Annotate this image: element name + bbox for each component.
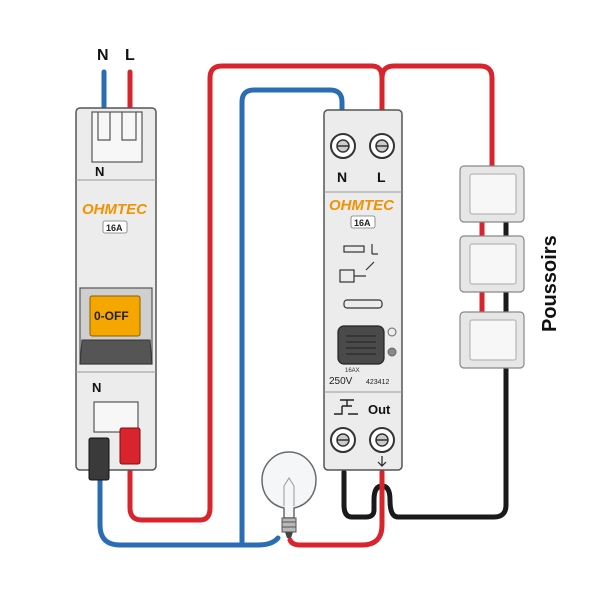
supply-neutral-label: N: [97, 47, 109, 64]
neutral-plug: [88, 437, 110, 481]
breaker-rating-badge: [102, 220, 128, 234]
breaker-switch-base: [79, 339, 153, 365]
screw-terminal-icon: [369, 133, 395, 159]
lamp-on-icon: [387, 327, 397, 357]
breaker-switch-lever: [89, 295, 141, 337]
breaker-bottom-terminal: [93, 401, 139, 433]
screw-terminal-icon: [330, 133, 356, 159]
live-plug: [119, 427, 141, 465]
relay-button-grip: [346, 335, 376, 355]
relay-manual-button[interactable]: [337, 325, 385, 365]
breaker-switch-state: 0-OFF: [94, 309, 129, 323]
live-wire-to-pushbuttons: [379, 63, 495, 173]
breaker-bottom-n-label: N: [92, 380, 101, 395]
out-wire-to-lamp: [287, 469, 385, 548]
circuit-breaker: N OHMTEC 16A 0-OFF N: [75, 107, 157, 481]
pushbuttons: Poussoirs: [459, 165, 561, 369]
neutral-wire-to-lamp: [97, 467, 281, 548]
breaker-top-clamp-live: [121, 112, 137, 141]
breaker-top-n-label: N: [95, 164, 104, 179]
breaker-rating: 16A: [106, 223, 123, 233]
relay-symbol-icon: [339, 244, 383, 309]
out-arrow-icon: [377, 456, 387, 467]
breaker-brand: OHMTEC: [82, 201, 148, 218]
relay-ref: 423412: [366, 379, 389, 386]
relay-body: [323, 109, 403, 471]
light-bulb-icon: [261, 451, 317, 538]
pushbutton-symbol-icon: [334, 399, 358, 415]
relay-rating: 16A: [354, 218, 371, 228]
relay-spec-current: 16AX: [345, 368, 360, 374]
relay-live-label: L: [377, 169, 386, 185]
screw-terminal-icon: [369, 427, 395, 453]
neutral-wire-to-relay: [239, 87, 345, 548]
wires: [97, 63, 509, 548]
relay-neutral-label: N: [337, 169, 347, 185]
relay-out-label: Out: [368, 402, 391, 417]
relay-voltage: 250V: [329, 376, 353, 387]
pushbutton-icon[interactable]: [459, 165, 525, 223]
breaker-top-terminal: [91, 111, 143, 163]
pushbutton-icon[interactable]: [459, 311, 525, 369]
live-wire-to-relay: [127, 63, 385, 523]
impulse-relay: N L OHMTEC 16A 16AX 250V 423412: [323, 109, 403, 471]
screw-terminal-icon: [330, 427, 356, 453]
pushbutton-icon[interactable]: [459, 235, 525, 293]
relay-brand: OHMTEC: [329, 197, 395, 214]
supply-live-label: L: [125, 47, 135, 64]
relay-rating-badge: [350, 215, 376, 229]
breaker-top-clamp-neutral: [97, 112, 111, 141]
pushbuttons-label: Poussoirs: [539, 235, 561, 332]
